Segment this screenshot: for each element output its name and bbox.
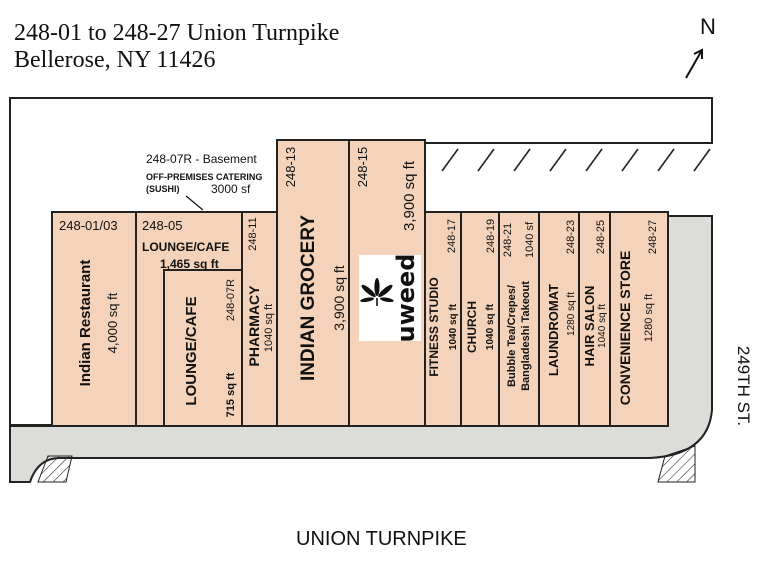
unit-248-13-size: 3,900 sq ft	[331, 265, 347, 330]
unit-248-27-size: 1280 sq ft	[643, 294, 655, 342]
unit-248-19-size: 1040 sq ft	[485, 303, 496, 350]
unit-248-21	[498, 211, 540, 427]
unit-248-07r-number: 248-07R	[225, 279, 237, 321]
unit-248-25-number: 248-25	[595, 220, 607, 254]
unit-248-07r	[163, 269, 242, 426]
building-units	[51, 139, 669, 427]
unit-248-17-number: 248-17	[446, 219, 458, 253]
callout-size: 3000 sf	[211, 182, 251, 196]
parking-stripes	[441, 148, 711, 172]
unit-248-11-number: 248-11	[247, 217, 259, 250]
unit-248-21-name: Bubble Tea/Crepes/	[506, 285, 518, 387]
uweed-logo-text: uweed	[392, 254, 420, 343]
unit-248-19-name: CHURCH	[465, 301, 479, 353]
unit-248-23-size: 1280 sq ft	[566, 292, 577, 336]
unit-248-27	[609, 211, 669, 427]
unit-248-21-name-2: Bangladeshi Takeout	[520, 281, 532, 391]
unit-248-21-number: 248-21	[502, 223, 514, 257]
unit-248-15-number: 248-15	[355, 147, 370, 187]
north-arrow-icon	[685, 48, 703, 79]
unit-248-27-name: CONVENIENCE STORE	[617, 251, 633, 406]
title-line-2: Bellerose, NY 11426	[14, 47, 216, 73]
north-label: N	[700, 14, 716, 39]
unit-248-01-03-name: Indian Restaurant	[77, 260, 94, 387]
unit-248-11-name: PHARMACY	[246, 285, 262, 367]
hatched-curb-left	[37, 455, 73, 483]
unit-248-01-03-size: 4,000 sq ft	[105, 292, 120, 353]
unit-248-19	[460, 211, 500, 427]
unit-248-23-number: 248-23	[565, 220, 577, 254]
title-line-1: 248-01 to 248-27 Union Turnpike	[14, 20, 340, 46]
hatched-curb-right	[657, 445, 696, 483]
unit-248-25-name: HAIR SALON	[582, 286, 597, 367]
unit-248-01-03	[51, 211, 137, 427]
unit-248-11-size: 1040 sq ft	[263, 304, 275, 352]
unit-248-17	[424, 211, 462, 427]
unit-248-05-name: LOUNGE/CAFE	[142, 240, 229, 254]
unit-248-13	[276, 139, 350, 427]
callout-leader	[185, 195, 204, 211]
unit-248-07r-name: LOUNGE/CAFE	[183, 296, 200, 405]
unit-248-05-number: 248-05	[142, 218, 182, 233]
cannabis-leaf-icon	[360, 278, 394, 306]
unit-248-13-name: INDIAN GROCERY	[298, 215, 319, 381]
unit-248-23	[538, 211, 580, 427]
unit-248-05	[135, 211, 243, 427]
callout-use-line-2: (SUSHI)	[146, 184, 180, 194]
unit-248-05-size: 1,465 sq ft	[160, 257, 219, 271]
unit-248-21-size: 1040 sf	[524, 221, 536, 258]
unit-248-15-size: 3,900 sq ft	[401, 160, 418, 231]
unit-248-17-size: 1040 sq ft	[448, 303, 459, 350]
unit-248-07r-size: 715 sq ft	[225, 372, 237, 417]
callout-use-line-1: OFF-PREMISES CATERING	[146, 172, 262, 182]
street-label-bottom: UNION TURNPIKE	[296, 528, 467, 550]
street-label-right: 249TH ST.	[734, 346, 753, 426]
unit-248-19-number: 248-19	[485, 219, 497, 253]
callout-unit: 248-07R - Basement	[146, 152, 257, 166]
unit-248-17-name: FITNESS STUDIO	[427, 277, 441, 376]
unit-248-25-size: 1040 sq ft	[597, 304, 608, 348]
unit-248-01-03-number: 248-01/03	[59, 218, 118, 233]
unit-248-13-number: 248-13	[283, 147, 298, 187]
unit-248-23-name: LAUNDROMAT	[546, 284, 561, 376]
unit-248-25	[578, 211, 611, 427]
unit-248-27-number: 248-27	[647, 220, 659, 254]
unit-248-11	[241, 211, 278, 427]
